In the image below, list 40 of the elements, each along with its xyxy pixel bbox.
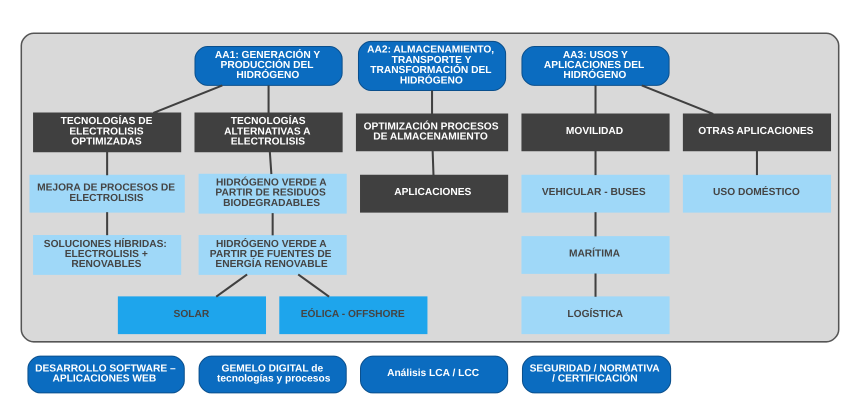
node-box: GEMELO DIGITAL de tecnologías y procesos [198,356,347,394]
node-box: USO DOMÉSTICO [682,174,832,213]
connector [594,273,597,297]
node-box: OPTIMIZACIÓN PROCESOS DE ALMACENAMIENTO [356,113,508,152]
connector [594,150,597,176]
node-box: AA2: ALMACENAMIENTO, TRANSPORTE Y TRANSFORMACIÓN DEL HIDRÓGENO [358,40,506,91]
node-box: VEHICULAR - BUSES [521,174,670,213]
node-box: TECNOLOGÍAS ALTERNATIVAS A ELECTROLISIS [194,112,343,152]
node-box: AA3: USOS Y APLICACIONES DEL HIDRÓGENO [521,46,670,86]
node-box: OTRAS APLICACIONES [682,113,832,152]
connector [106,212,108,236]
connector [431,90,434,114]
connector [641,84,714,115]
connector [298,274,330,298]
node-box: DESARROLLO SOFTWARE – APLICACIONES WEB [27,356,185,394]
connector [432,150,434,176]
node-box: APLICACIONES [360,174,508,213]
connector [272,213,274,236]
node-box: MARÍTIMA [521,236,670,274]
node-box: LOGÍSTICA [521,296,670,334]
connector [594,212,597,236]
node-box: HIDRÓGENO VERDE A PARTIR DE RESIDUOS BIODEGRADABLES [198,174,347,214]
cluster [20,32,840,343]
connector [756,150,758,176]
connector [268,86,270,113]
node-box: SEGURIDAD / NORMATIVA / CERTIFICACIÓN [522,356,672,394]
connector [153,84,223,114]
node-box: Análisis LCA / LCC [360,356,508,394]
connector [594,86,597,114]
node-box: HIDRÓGENO VERDE A PARTIR DE FUENTES DE ENERGÍA RENOVABLE [198,235,347,275]
connector [268,152,272,174]
node-box: SOLUCIONES HÍBRIDAS: ELECTROLISIS + RENOVABLES [33,235,182,275]
connector [216,274,248,298]
node-box: EÓLICA - OFFSHORE [279,296,428,334]
node-box: TECNOLOGÍAS DE ELECTROLISIS OPTIMIZADAS [33,112,182,152]
node-box: MEJORA DE PROCESOS DE ELECTROLISIS [29,174,185,213]
node-box: SOLAR [118,296,266,334]
connector [106,152,108,176]
node-box: AA1: GENERACIÓN Y PRODUCCIÓN DEL HIDRÓGENO [194,46,343,86]
node-box: MOVILIDAD [521,113,670,152]
